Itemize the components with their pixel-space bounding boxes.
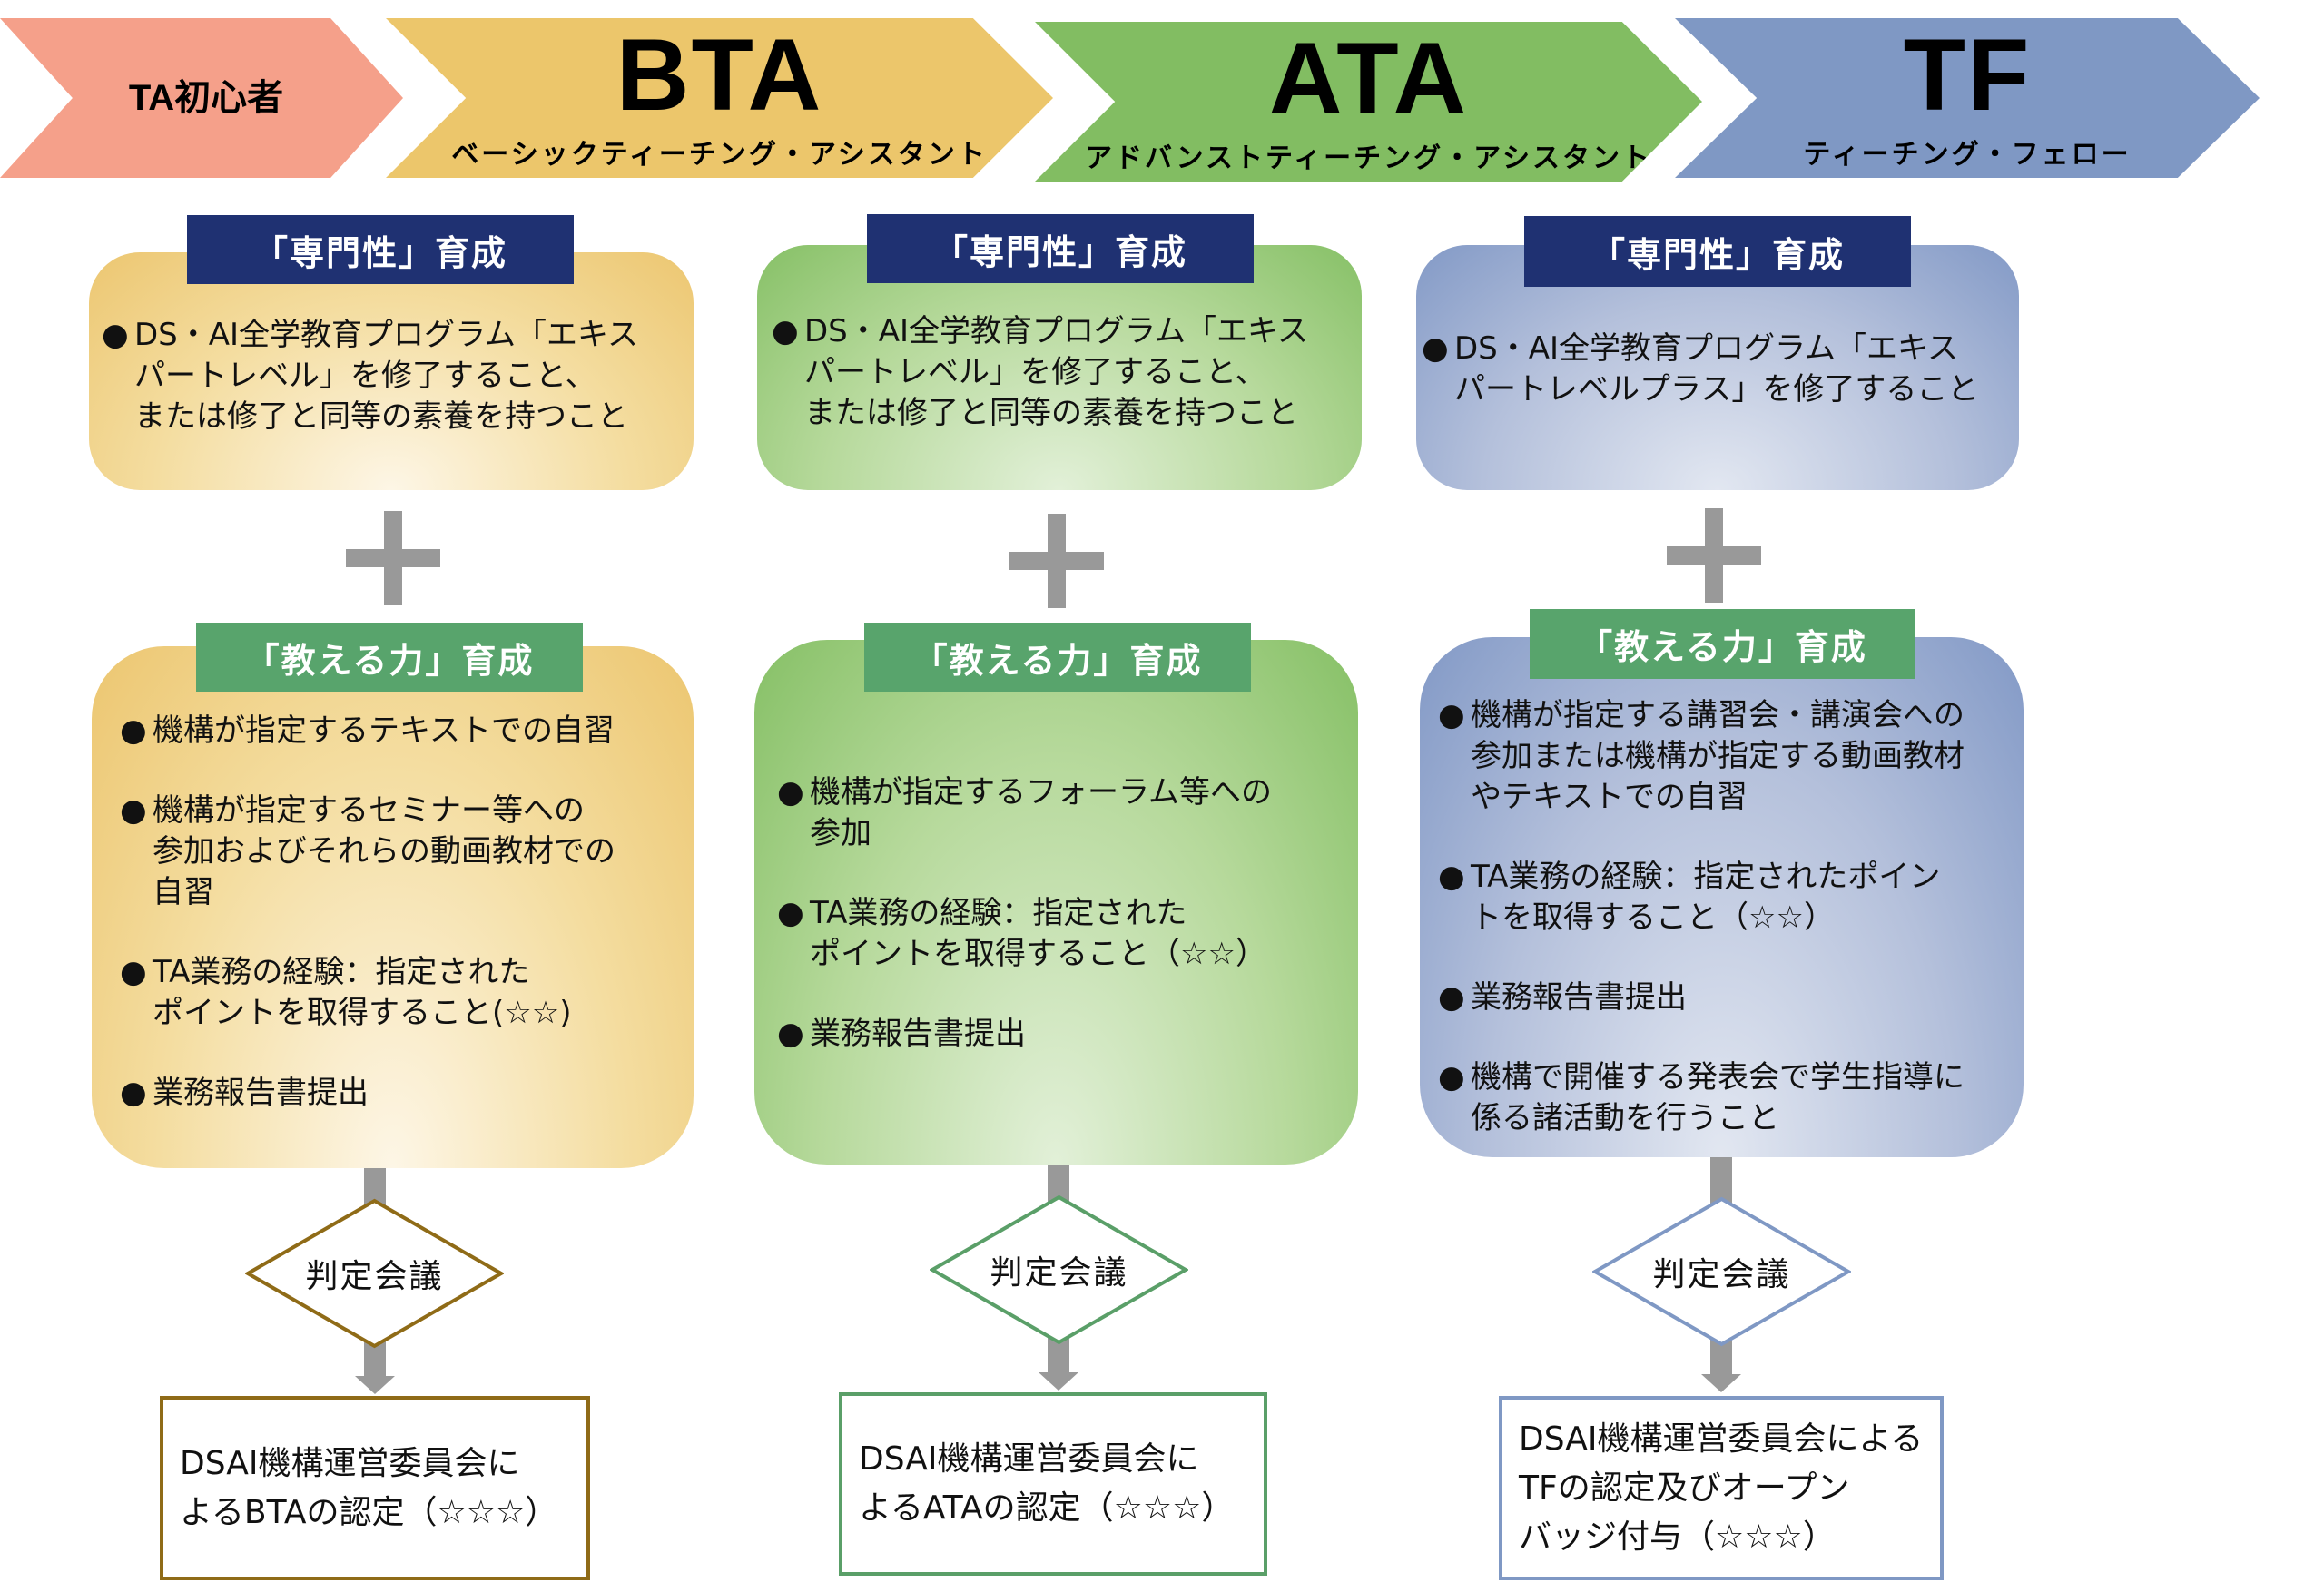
text-line: バッジ付与（☆☆☆） — [1519, 1518, 1836, 1556]
arrow-down-icon — [355, 1376, 395, 1394]
text-line: ポイントを取得すること(☆☆) — [153, 995, 572, 1031]
stage-chevron-beginner: TA初心者 — [0, 18, 403, 178]
teaching-item: 機構が指定するセミナー等への 参加およびそれらの動画教材での 自習 — [120, 791, 692, 913]
text-line: パートレベル」を修了すること、 — [134, 358, 596, 394]
diamond-shape — [1592, 1196, 1851, 1347]
text-line: パートレベル」を修了すること、 — [804, 354, 1266, 390]
text-line: DS・AI全学教育プログラム「エキス — [804, 313, 1309, 349]
expertise-text-ata: DS・AI全学教育プログラム「エキス パートレベル」を修了すること、 または修了… — [772, 311, 1362, 434]
text-line: DSAI機構運営委員会に — [859, 1440, 1199, 1478]
stage-subtitle: ベーシックティーチング・アシスタント — [451, 139, 988, 171]
text-line: 機構が指定するテキストでの自習 — [153, 712, 615, 749]
teaching-header-bta: 「教える力」育成 — [196, 623, 583, 692]
teaching-item: TA業務の経験：指定されたポイン トを取得すること（☆☆） — [1438, 857, 2028, 938]
teaching-item: 業務報告書提出 — [777, 1014, 1349, 1055]
text-line: TFの認定及びオープン — [1519, 1469, 1850, 1507]
certification-text: DSAI機構運営委員会による TFの認定及びオープン バッジ付与（☆☆☆） — [1519, 1415, 1923, 1562]
text-line: ポイントを取得すること（☆☆） — [810, 936, 1266, 972]
text-line: DS・AI全学教育プログラム「エキス — [134, 317, 639, 353]
text-line: 機構が指定するフォーラム等への — [810, 774, 1272, 811]
stage-title: BTA — [615, 18, 823, 132]
expertise-item: DS・AI全学教育プログラム「エキス パートレベル」を修了すること、 または修了… — [772, 311, 1362, 434]
text-line: DS・AI全学教育プログラム「エキス — [1454, 330, 1959, 367]
text-line: TA業務の経験：指定された — [153, 954, 530, 990]
plus-icon — [1667, 508, 1761, 603]
text-line: 係る諸活動を行うこと — [1471, 1100, 1779, 1136]
teaching-item: 機構が指定するフォーラム等への 参加 — [777, 772, 1349, 854]
diamond-shape — [930, 1194, 1188, 1345]
expertise-header-bta: 「専門性」育成 — [187, 215, 574, 284]
expertise-header-ata: 「専門性」育成 — [867, 214, 1254, 283]
text-line: パートレベルプラス」を修了すること — [1454, 371, 1979, 408]
text-line: 機構が指定するセミナー等への — [153, 792, 585, 829]
teaching-item: 機構で開催する発表会で学生指導に 係る諸活動を行うこと — [1438, 1057, 2028, 1139]
teaching-header-ata: 「教える力」育成 — [864, 623, 1251, 692]
certification-box-tf: DSAI機構運営委員会による TFの認定及びオープン バッジ付与（☆☆☆） — [1499, 1396, 1944, 1580]
expertise-text-tf: DS・AI全学教育プログラム「エキス パートレベルプラス」を修了すること — [1422, 329, 2039, 410]
decision-label: 判定会議 — [990, 1254, 1128, 1292]
expertise-text-bta: DS・AI全学教育プログラム「エキス パートレベル」を修了すること、 または修了… — [102, 315, 692, 437]
stage-title: TA初心者 — [128, 78, 284, 118]
teaching-item: 機構が指定する講習会・講演会への 参加または機構が指定する動画教材 やテキストで… — [1438, 695, 2028, 818]
certification-text: DSAI機構運営委員会に よるATAの認定（☆☆☆） — [859, 1435, 1234, 1533]
text-line: 自習 — [153, 874, 214, 910]
text-line: トを取得すること（☆☆） — [1471, 899, 1835, 936]
expertise-header-tf: 「専門性」育成 — [1524, 216, 1911, 287]
text-line: 業務報告書提出 — [153, 1075, 369, 1111]
teaching-item: TA業務の経験：指定された ポイントを取得すること(☆☆) — [120, 952, 692, 1034]
teaching-list-tf: 機構が指定する講習会・講演会への 参加または機構が指定する動画教材 やテキストで… — [1438, 695, 2028, 1139]
text-line: 業務報告書提出 — [1471, 979, 1687, 1016]
text-line: 業務報告書提出 — [810, 1016, 1026, 1052]
text-line: または修了と同等の素養を持つこと — [804, 395, 1298, 431]
text-line: よるBTAの認定（☆☆☆） — [180, 1493, 558, 1531]
text-line: 参加 — [810, 815, 872, 851]
stage-chevron-bta: BTA ベーシックティーチング・アシスタント — [386, 18, 1053, 178]
teaching-item: 業務報告書提出 — [1438, 978, 2028, 1018]
text-line: 参加または機構が指定する動画教材 — [1471, 738, 1965, 774]
stage-title: TF — [1903, 18, 2032, 132]
certification-box-bta: DSAI機構運営委員会に よるBTAの認定（☆☆☆） — [160, 1396, 590, 1580]
diamond-shape — [245, 1198, 504, 1349]
text-line: 参加およびそれらの動画教材での — [153, 833, 615, 870]
stage-subtitle: ティーチング・フェロー — [1803, 139, 2132, 171]
teaching-item: 機構が指定するテキストでの自習 — [120, 711, 692, 752]
teaching-header-tf: 「教える力」育成 — [1530, 609, 1915, 679]
stage-title: ATA — [1268, 22, 1469, 135]
text-line: TA業務の経験：指定されたポイン — [1471, 859, 1941, 895]
teaching-list-ata: 機構が指定するフォーラム等への 参加 TA業務の経験：指定された ポイントを取得… — [777, 772, 1349, 1055]
arrow-down-icon — [1039, 1372, 1078, 1391]
decision-label: 判定会議 — [1652, 1256, 1791, 1293]
arrow-down-icon — [1701, 1374, 1741, 1392]
certification-box-ata: DSAI機構運営委員会に よるATAの認定（☆☆☆） — [839, 1392, 1267, 1576]
text-line: TA業務の経験：指定された — [810, 895, 1187, 931]
stage-chevron-tf: TF ティーチング・フェロー — [1675, 18, 2260, 178]
decision-diamond-tf: 判定会議 — [1592, 1196, 1851, 1347]
decision-label: 判定会議 — [305, 1258, 444, 1295]
plus-icon — [346, 511, 440, 605]
decision-diamond-bta: 判定会議 — [245, 1198, 504, 1349]
text-line: 機構が指定する講習会・講演会への — [1471, 697, 1965, 733]
text-line: または修了と同等の素養を持つこと — [134, 398, 628, 435]
teaching-item: 業務報告書提出 — [120, 1073, 692, 1114]
expertise-item: DS・AI全学教育プログラム「エキス パートレベル」を修了すること、 または修了… — [102, 315, 692, 437]
teaching-item: TA業務の経験：指定された ポイントを取得すること（☆☆） — [777, 893, 1349, 975]
text-line: やテキストでの自習 — [1471, 779, 1748, 815]
text-line: DSAI機構運営委員会に — [180, 1444, 520, 1482]
certification-text: DSAI機構運営委員会に よるBTAの認定（☆☆☆） — [180, 1440, 557, 1538]
stage-chevron-ata: ATA アドバンストティーチング・アシスタント — [1035, 22, 1702, 182]
decision-diamond-ata: 判定会議 — [930, 1194, 1188, 1345]
text-line: よるATAの認定（☆☆☆） — [859, 1489, 1235, 1527]
stage-subtitle: アドバンストティーチング・アシスタント — [1085, 142, 1652, 174]
teaching-list-bta: 機構が指定するテキストでの自習 機構が指定するセミナー等への 参加およびそれらの… — [120, 711, 692, 1114]
text-line: 機構で開催する発表会で学生指導に — [1471, 1059, 1965, 1096]
text-line: DSAI機構運営委員会による — [1519, 1420, 1924, 1458]
expertise-item: DS・AI全学教育プログラム「エキス パートレベルプラス」を修了すること — [1422, 329, 2039, 410]
plus-icon — [1009, 514, 1104, 608]
